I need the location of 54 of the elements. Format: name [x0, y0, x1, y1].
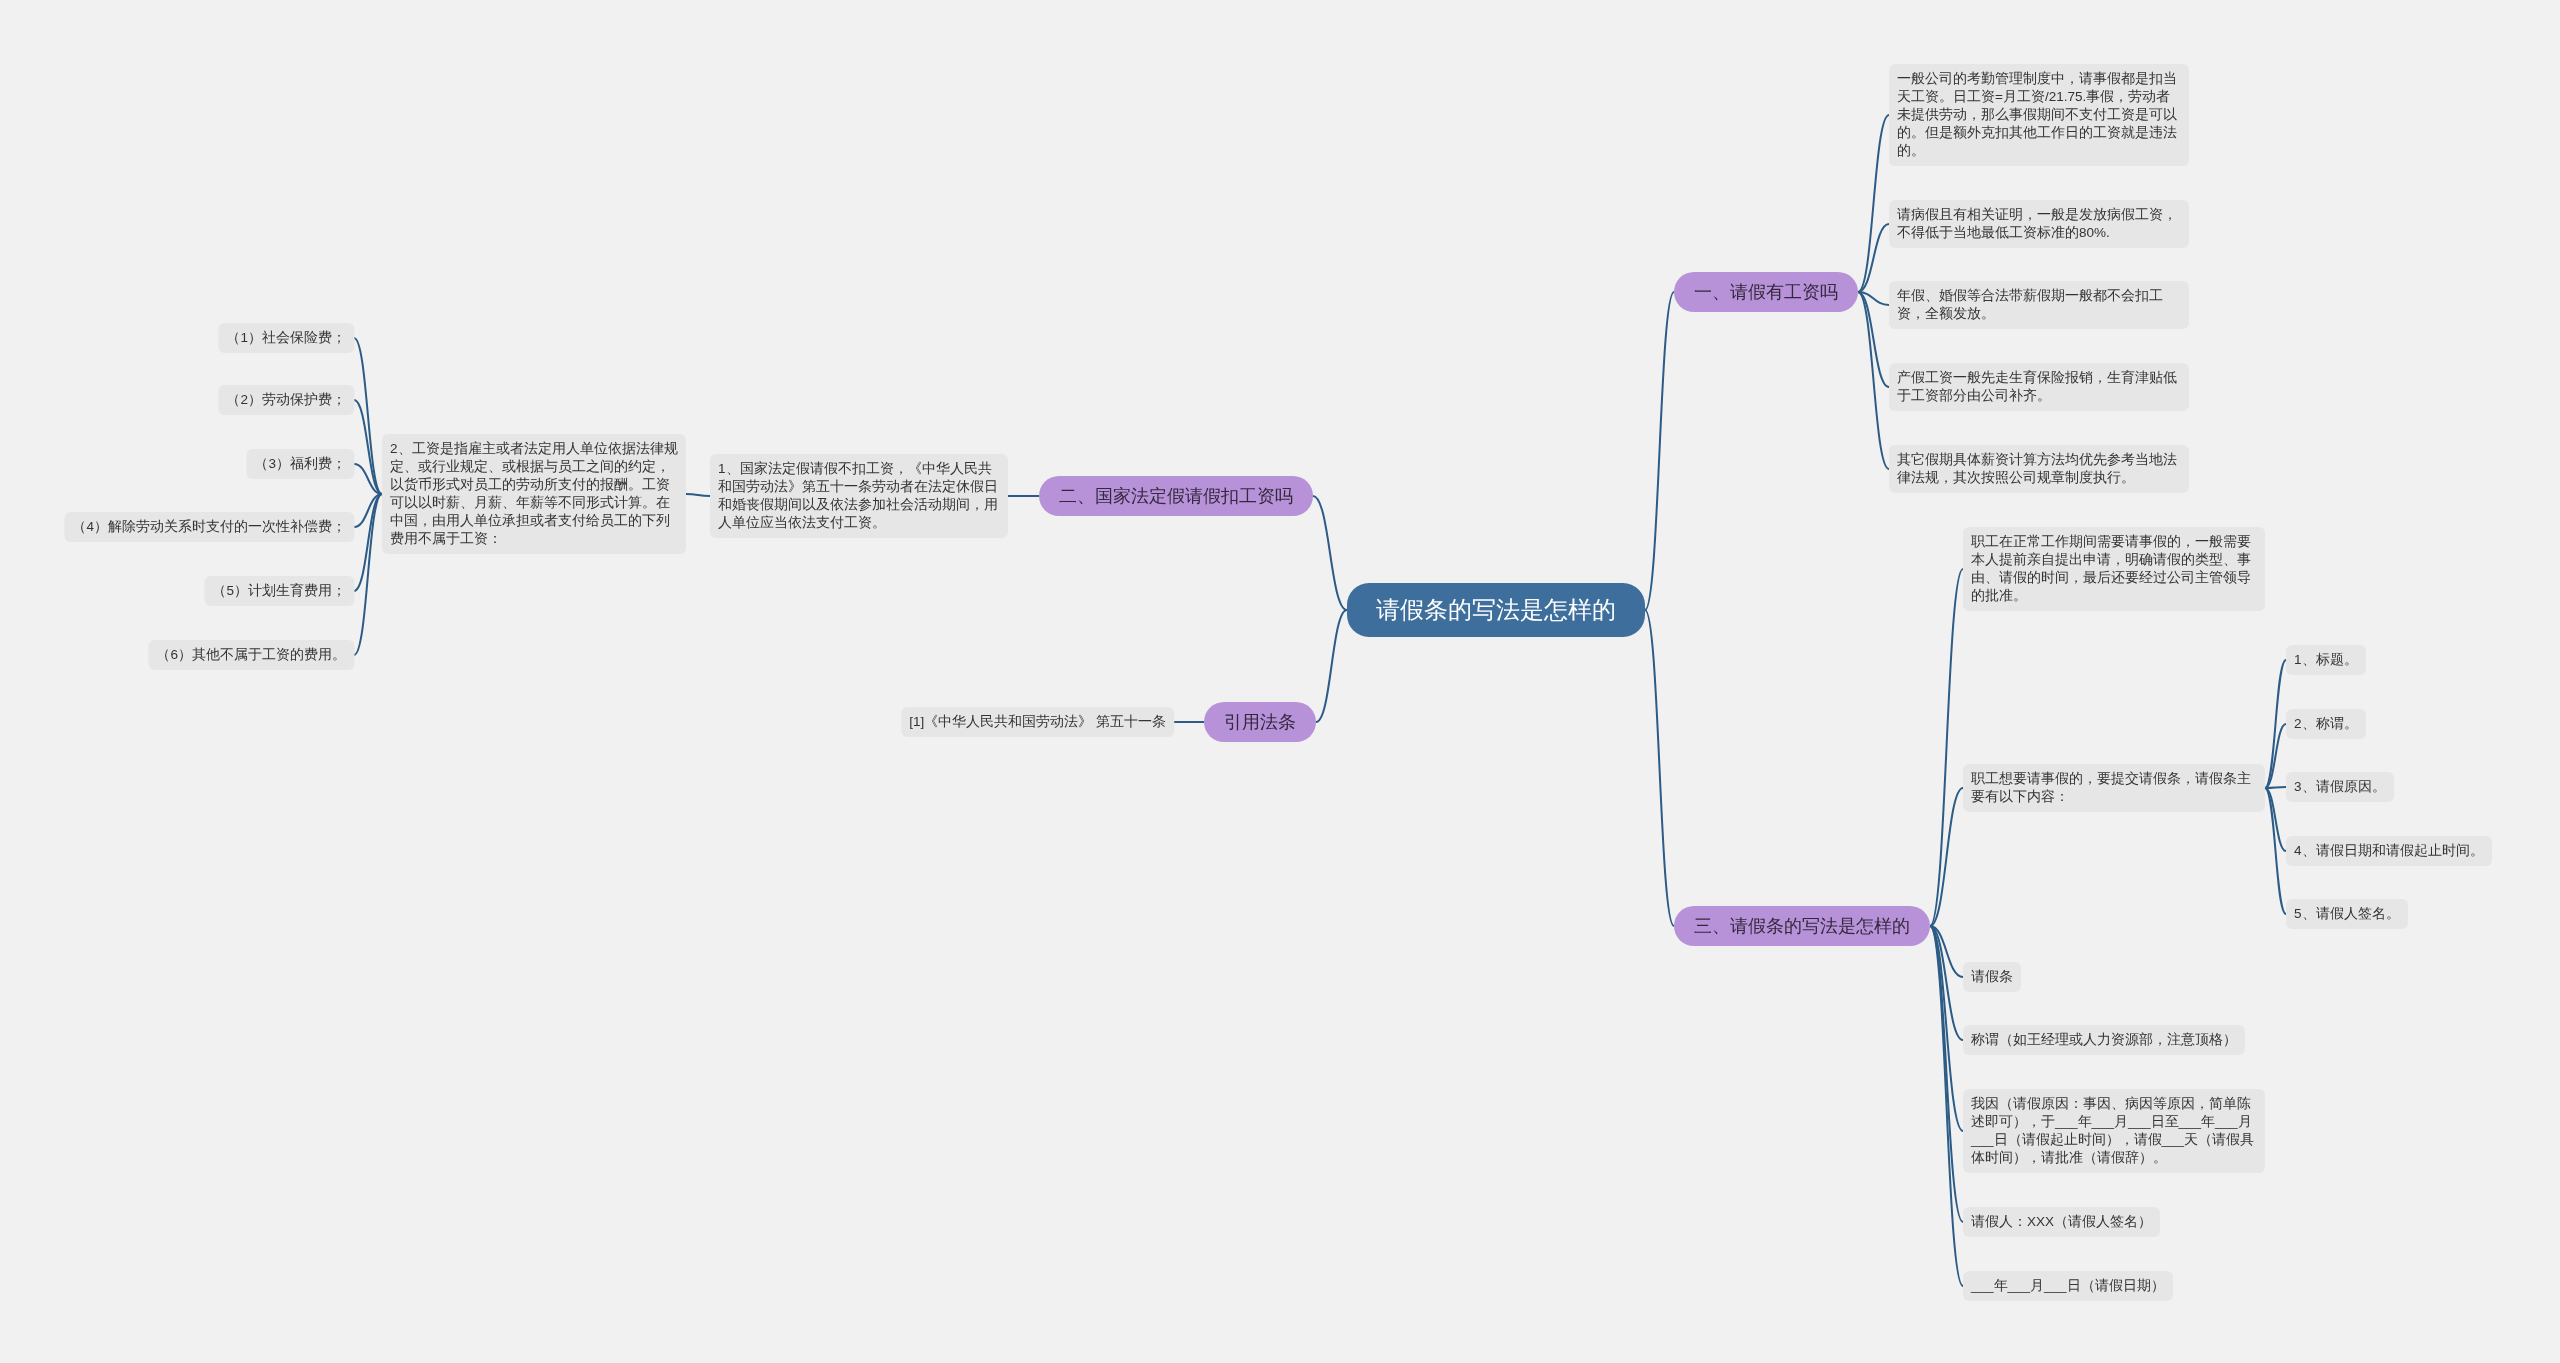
connector-line: [1929, 787, 1964, 927]
leaf-topic: 职工在正常工作期间需要请事假的，一般需要本人提前亲自提出申请，明确请假的类型、事由、请假的时间，最后还要经过公司主管领导的批准。: [1963, 527, 2265, 611]
leaf-topic: 请病假且有相关证明，一般是发放病假工资，不得低于当地最低工资标准的80%.: [1889, 200, 2189, 248]
leaf-topic: 其它假期具体薪资计算方法均优先参考当地法律法规，其次按照公司规章制度执行。: [1889, 445, 2189, 493]
connector-line: [353, 399, 383, 495]
connector-line: [2264, 659, 2287, 789]
leaf-topic: 称谓（如王经理或人力资源部，注意顶格）: [1963, 1025, 2245, 1055]
connector-line: [1173, 721, 1205, 723]
connector-line: [2264, 787, 2287, 915]
leaf-topic: 5、请假人签名。: [2286, 899, 2408, 929]
central-topic: 请假条的写法是怎样的: [1347, 583, 1645, 637]
connector-line: [685, 493, 711, 497]
leaf-topic: ___年___月___日（请假日期）: [1963, 1271, 2173, 1301]
leaf-topic: （5）计划生育费用；: [204, 576, 354, 606]
connector-line: [1929, 568, 1964, 927]
leaf-topic: 请假人：XXX（请假人签名）: [1963, 1207, 2160, 1237]
leaf-topic: 年假、婚假等合法带薪假期一般都不会扣工资，全额发放。: [1889, 281, 2189, 329]
branch-topic: 一、请假有工资吗: [1674, 272, 1858, 312]
branch-topic: 引用法条: [1204, 702, 1316, 742]
connector-line: [353, 493, 383, 592]
leaf-topic: [1]《中华人民共和国劳动法》 第五十一条: [901, 707, 1174, 737]
leaf-topic: 1、国家法定假请假不扣工资，《中华人民共和国劳动法》第五十一条劳动者在法定休假日和婚丧假期间以及依法参加社会活动期间，用人单位应当依法支付工资。: [710, 454, 1008, 538]
connector-line: [1929, 925, 1964, 1287]
leaf-topic: 2、工资是指雇主或者法定用人单位依据法律规定、或行业规定、或根据与员工之间的约定，以货币形式对员工的劳动所支付的报酬。工资可以以时薪、月薪、年薪等不同形式计算。在中国，由用人单位承担或者支付给员工的下列费用不属于工资：: [382, 434, 686, 554]
connector-line: [2264, 723, 2287, 789]
connector-line: [353, 493, 383, 656]
leaf-topic: 我因（请假原因：事因、病因等原因，简单陈述即可），于___年___月___日至___年___月___日（请假起止时间），请假___天（请假具体时间），请批准（请假辞）。: [1963, 1089, 2265, 1173]
connector-line: [1312, 495, 1348, 611]
leaf-topic: （6）其他不属于工资的费用。: [148, 640, 354, 670]
leaf-topic: 4、请假日期和请假起止时间。: [2286, 836, 2492, 866]
branch-topic: 二、国家法定假请假扣工资吗: [1039, 476, 1313, 516]
connector-line: [1929, 925, 1964, 1132]
connector-line: [1644, 609, 1675, 927]
leaf-topic: 2、称谓。: [2286, 709, 2366, 739]
leaf-topic: （4）解除劳动关系时支付的一次性补偿费；: [64, 512, 354, 542]
leaf-topic: 产假工资一般先走生育保险报销，生育津贴低于工资部分由公司补齐。: [1889, 363, 2189, 411]
leaf-topic: 一般公司的考勤管理制度中，请事假都是扣当天工资。日工资=月工资/21.75.事假，劳动者未提供劳动，那么事假期间不支付工资是可以的。但是额外克扣其他工作日的工资就是违法的。: [1889, 64, 2189, 166]
leaf-topic: 3、请假原因。: [2286, 772, 2394, 802]
connector-line: [1857, 223, 1890, 293]
connector-line: [1857, 114, 1890, 293]
leaf-topic: 职工想要请事假的，要提交请假条，请假条主要有以下内容：: [1963, 764, 2265, 812]
connector-line: [2264, 786, 2287, 789]
leaf-topic: 1、标题。: [2286, 645, 2366, 675]
connector-line: [1315, 609, 1348, 723]
leaf-topic: （2）劳动保护费；: [218, 385, 354, 415]
leaf-topic: （3）福利费；: [246, 449, 354, 479]
connector-line: [1007, 495, 1040, 497]
connector-line: [1857, 291, 1890, 470]
connector-line: [2264, 787, 2287, 852]
branch-topic: 三、请假条的写法是怎样的: [1674, 906, 1930, 946]
connector-line: [1929, 925, 1964, 1223]
leaf-topic: 请假条: [1963, 962, 2021, 992]
leaf-topic: （1）社会保险费；: [218, 323, 354, 353]
connector-line: [1644, 291, 1675, 611]
